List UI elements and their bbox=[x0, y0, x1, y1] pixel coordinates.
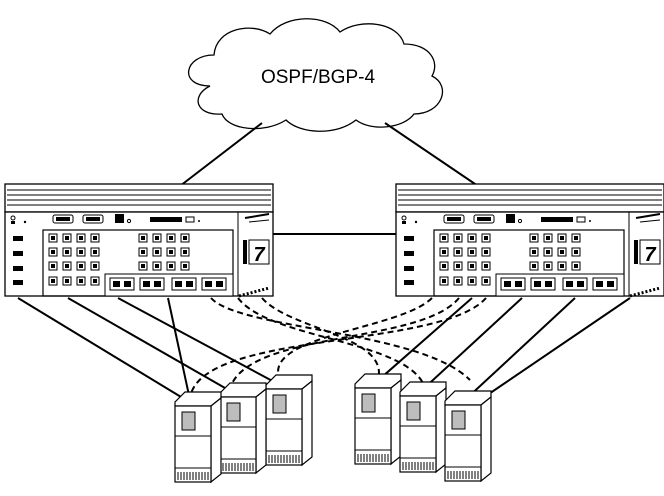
server-right-1 bbox=[354, 373, 402, 465]
server-group-left bbox=[174, 374, 313, 483]
server-right-3 bbox=[444, 390, 492, 482]
cloud-label: OSPF/BGP-4 bbox=[261, 67, 375, 88]
server-right-2 bbox=[399, 381, 447, 473]
switch-left-brand: 7 bbox=[253, 244, 265, 266]
server-links-solid bbox=[17, 297, 631, 401]
switch-left: 7 bbox=[3, 182, 275, 298]
cloud-shape bbox=[188, 18, 444, 132]
wan-link-right bbox=[384, 122, 479, 187]
server-left-2 bbox=[219, 382, 267, 474]
switch-right: 7 bbox=[394, 182, 664, 298]
server-left-1 bbox=[174, 391, 222, 483]
wan-link-left bbox=[179, 122, 263, 187]
server-group-right bbox=[354, 373, 492, 482]
server-left-3 bbox=[265, 374, 313, 466]
routing-cloud: OSPF/BGP-4 bbox=[188, 18, 444, 132]
server-links-dashed bbox=[189, 297, 487, 399]
switch-right-brand: 7 bbox=[644, 244, 656, 266]
wan-links bbox=[179, 122, 479, 235]
